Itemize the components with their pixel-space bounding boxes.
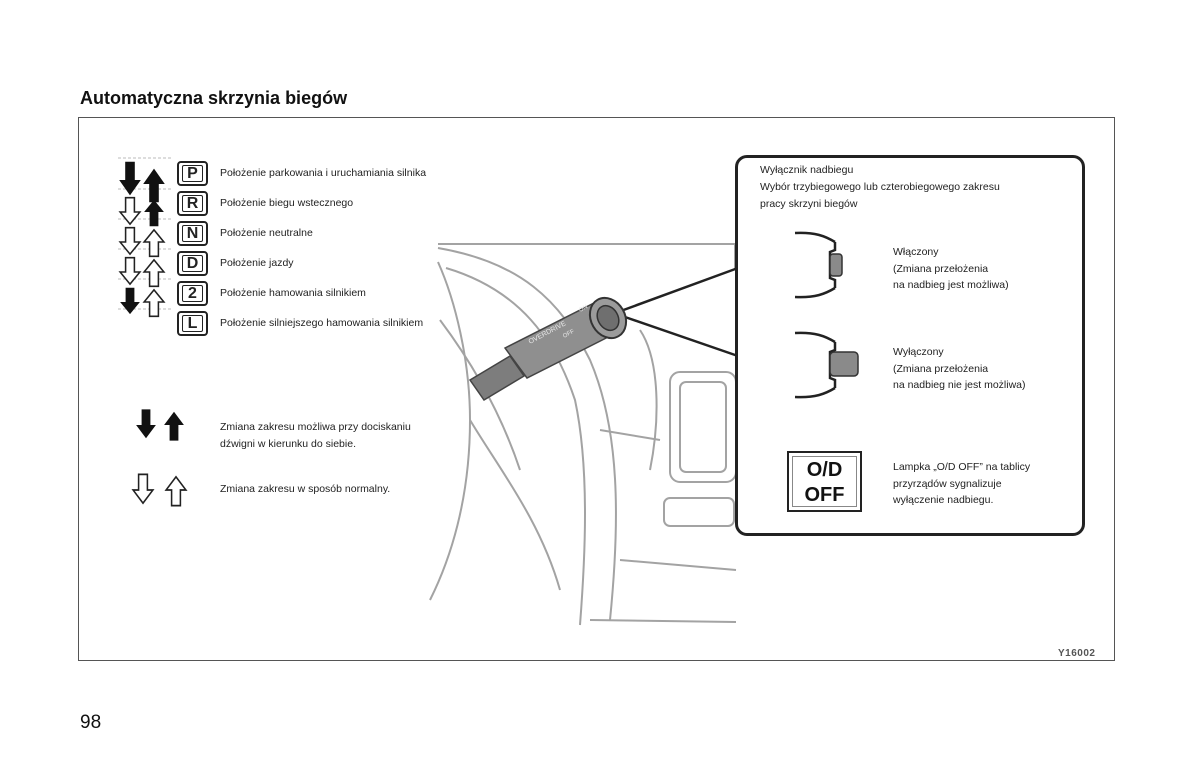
note-normal: Zmiana zakresu w sposób normalny.	[220, 483, 391, 495]
gear-label-2: Położenie hamowania silnikiem	[220, 287, 366, 299]
od-off-lamp: O/D OFF	[787, 451, 862, 512]
note-press-line1: Zmiana zakresu możliwa przy dociskaniu	[220, 421, 411, 433]
callout-pointer	[617, 266, 739, 358]
state-on-text: Włączony (Zmiana przełożenia na nadbieg …	[893, 244, 1009, 294]
note-press-line2: dźwigni w kierunku do siebie.	[220, 438, 356, 450]
gear-label-n: Położenie neutralne	[220, 227, 313, 239]
page-number: 98	[80, 712, 102, 733]
gear-letter: P	[182, 165, 203, 182]
callout-heading: Wyłącznik nadbiegu Wybór trzybiegowego l…	[760, 162, 1000, 213]
gear-box-p: P	[177, 161, 208, 186]
state-off-line2: (Zmiana przełożenia	[893, 362, 989, 375]
gear-box-2: 2	[177, 281, 208, 306]
page-title: Automatyczna skrzynia biegów	[80, 88, 348, 108]
lever-marking-on: ON	[578, 304, 589, 314]
gear-box-l: L	[177, 311, 208, 336]
od-off-lamp-label: O/D OFF	[792, 456, 857, 507]
figure-frame	[78, 117, 1115, 661]
callout-desc-line1: Wybór trzybiegowego lub czterobiegowego …	[760, 181, 1000, 193]
lever-icon	[468, 296, 628, 402]
od-off-line2: OFF	[804, 484, 845, 506]
state-off-line1: Wyłączony	[893, 346, 944, 358]
od-off-line1: O/D	[806, 459, 843, 481]
figure-code: Y16002	[1058, 648, 1096, 659]
lamp-desc-line2: przyrządów sygnalizuje	[893, 477, 1002, 490]
gear-letter: D	[182, 255, 203, 272]
state-on-line1: Włączony	[893, 246, 939, 258]
note-press: Zmiana zakresu możliwa przy dociskaniu d…	[220, 419, 411, 453]
gear-box-d: D	[177, 251, 208, 276]
gear-label-l: Położenie silniejszego hamowania silniki…	[220, 317, 424, 329]
gear-letter: L	[182, 315, 203, 332]
callout-desc-line2: pracy skrzyni biegów	[760, 198, 858, 210]
gear-letter: 2	[182, 285, 203, 302]
state-on-line3: na nadbieg jest możliwa)	[893, 279, 1009, 291]
gear-label-d: Położenie jazdy	[220, 257, 294, 269]
lamp-desc-line1: Lampka „O/D OFF” na tablicy	[893, 461, 1031, 473]
lamp-desc-line3: wyłączenie nadbiegu.	[893, 494, 994, 506]
gear-box-n: N	[177, 221, 208, 246]
state-off-text: Wyłączony (Zmiana przełożenia na nadbieg…	[893, 344, 1026, 394]
gear-box-r: R	[177, 191, 208, 216]
state-off-line3: na nadbieg nie jest możliwa)	[893, 379, 1026, 391]
gear-letter: R	[182, 195, 203, 212]
gear-letter: N	[182, 225, 203, 242]
state-on-line2: (Zmiana przełożenia	[893, 262, 989, 275]
dashboard-sketch	[429, 243, 737, 626]
gear-label-r: Położenie biegu wstecznego	[220, 197, 354, 209]
lever-marking-off: OFF	[562, 329, 576, 340]
gear-label-p: Położenie parkowania i uruchamiania siln…	[220, 167, 427, 179]
callout-title: Wyłącznik nadbiegu	[760, 164, 854, 176]
lamp-desc-text: Lampka „O/D OFF” na tablicy przyrządów s…	[893, 459, 1030, 509]
